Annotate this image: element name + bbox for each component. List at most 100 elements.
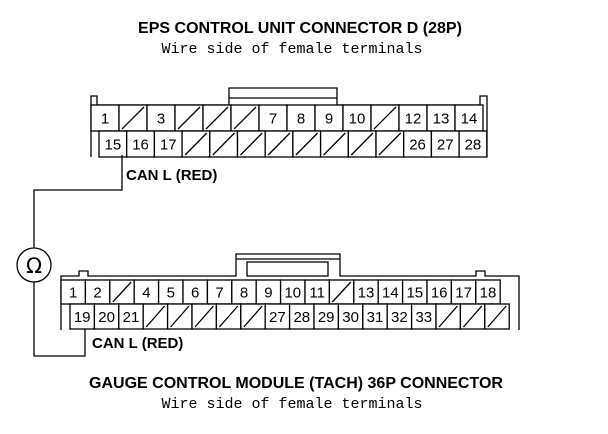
gauge-top-pin-2: 2: [93, 285, 101, 302]
gauge-top-pin-17: 17: [455, 285, 472, 302]
gauge-bottom-pin-32: 32: [391, 309, 408, 326]
connector-d-top-cell: [286, 104, 316, 132]
connector-d-bottom-empty-slash: [267, 132, 291, 156]
gauge-top-pin-11: 11: [309, 285, 325, 302]
gauge-connector-title: GAUGE CONTROL MODULE (TACH) 36P CONNECTO…: [89, 375, 503, 392]
probe-wire-top: [33, 155, 123, 248]
connector-d-top-pin-10: 10: [349, 111, 366, 128]
connector-d-top-pin-8: 8: [297, 111, 305, 128]
ohm-symbol: Ω: [26, 254, 42, 278]
gauge-probe-label: CAN L (RED): [92, 335, 183, 352]
gauge-top-empty-slash: [331, 281, 352, 303]
gauge-bottom-pin-19: 19: [74, 309, 91, 326]
gauge-top-pin-16: 16: [431, 285, 448, 302]
gauge-bottom-empty-slash: [170, 305, 190, 328]
gauge-bottom-pin-29: 29: [318, 309, 335, 326]
gauge-bottom-cell: [484, 303, 510, 330]
gauge-top-cell: [304, 279, 331, 305]
connector-d-bottom-pin-17: 17: [160, 137, 177, 154]
gauge-bottom-empty-slash: [243, 305, 263, 328]
gauge-bottom-cell: [69, 303, 96, 330]
gauge-top-cell: [255, 279, 282, 305]
connector-d-top-empty-slash: [177, 106, 201, 130]
connector-d-title: EPS CONTROL UNIT CONNECTOR D (28P): [138, 20, 462, 37]
gauge-top-pin-7: 7: [215, 285, 223, 302]
connector-d-top-empty-slash: [373, 106, 397, 130]
connector-d-top-pin-3: 3: [157, 111, 165, 128]
gauge-bottom-pin-27: 27: [269, 309, 286, 326]
connector-d-bottom-empty-slash: [240, 132, 263, 156]
gauge-top-pin-5: 5: [167, 285, 175, 302]
connector-d-bottom-empty-slash: [184, 132, 208, 156]
ohmmeter-icon: Ω: [16, 247, 52, 283]
gauge-bottom-pin-21: 21: [123, 309, 140, 326]
connector-d-housing: [90, 87, 488, 157]
gauge-bottom-cell: [386, 303, 413, 330]
connector-d-bottom-empty-slash: [350, 132, 374, 156]
gauge-latch-inner: [246, 261, 329, 277]
connector-d-bottom-pin-15: 15: [105, 137, 122, 154]
gauge-top-pin-15: 15: [406, 285, 423, 302]
connector-d-top-empty-slash: [205, 106, 229, 130]
gauge-top-pin-9: 9: [264, 285, 272, 302]
connector-d-bottom-cell: [458, 130, 488, 158]
connector-d-bottom-cell: [153, 130, 183, 158]
gauge-bottom-empty-slash: [462, 305, 483, 328]
gauge-top-pin-4: 4: [142, 285, 150, 302]
connector-d-probe-label: CAN L (RED): [126, 167, 217, 184]
connector-d-bottom-pin-26: 26: [409, 137, 426, 154]
gauge-bottom-cell: [264, 303, 291, 330]
gauge-bottom-empty-slash: [194, 305, 214, 328]
gauge-bottom-empty-slash: [145, 305, 166, 328]
gauge-bottom-pin-33: 33: [415, 309, 432, 326]
connector-d-top-pin-14: 14: [461, 111, 478, 128]
connector-d-bottom-cell: [126, 130, 156, 158]
gauge-top-pin-6: 6: [191, 285, 199, 302]
gauge-top-empty-slash: [112, 281, 132, 303]
gauge-bottom-pin-30: 30: [342, 309, 359, 326]
gauge-top-pin-1: 1: [69, 285, 77, 302]
connector-d-bottom-empty-slash: [295, 132, 319, 156]
connector-d-top-pin-13: 13: [433, 111, 450, 128]
connector-d-bottom-empty-slash: [378, 132, 402, 156]
gauge-top-pin-13: 13: [358, 285, 375, 302]
gauge-bottom-pin-20: 20: [98, 309, 115, 326]
gauge-top-pin-14: 14: [382, 285, 399, 302]
gauge-bottom-empty-slash: [438, 305, 458, 328]
connector-d-top-cell: [146, 104, 176, 132]
gauge-bottom-empty-slash: [218, 305, 239, 328]
connector-d-top-pin-12: 12: [405, 111, 422, 128]
gauge-bottom-cell: [118, 303, 144, 330]
connector-d-top-empty-slash: [121, 106, 145, 130]
connector-d-top-pin-7: 7: [269, 111, 277, 128]
connector-d-top-cell: [454, 104, 484, 132]
gauge-bottom-cell: [362, 303, 388, 330]
gauge-bottom-pin-28: 28: [293, 309, 310, 326]
gauge-top-pin-8: 8: [240, 285, 248, 302]
connector-d-bottom-pin-28: 28: [465, 137, 482, 154]
connector-d-bottom-row: 15 16 17 26 27 28: [98, 130, 488, 158]
gauge-top-pin-18: 18: [480, 285, 497, 302]
connector-d-bottom-pin-16: 16: [132, 137, 149, 154]
connector-d-top-cell: [342, 104, 372, 132]
connector-d-top-empty-slash: [233, 106, 257, 130]
connector-d-bottom-empty-slash: [323, 132, 346, 156]
gauge-connector-housing: [60, 253, 520, 330]
connector-d-top-pin-1: 1: [101, 111, 109, 128]
connector-d-subtitle: Wire side of female terminals: [161, 41, 422, 58]
connector-d-bottom-empty-slash: [212, 132, 235, 156]
connector-d-bottom-cell: [430, 130, 460, 158]
gauge-connector-subtitle: Wire side of female terminals: [161, 396, 422, 413]
gauge-bottom-empty-slash: [487, 305, 507, 328]
gauge-top-pin-10: 10: [284, 285, 301, 302]
connector-d-top-pin-9: 9: [325, 111, 333, 128]
gauge-top-cell: [206, 279, 233, 305]
connector-d-bottom-pin-27: 27: [437, 137, 454, 154]
probe-wire-bottom: [33, 282, 86, 357]
